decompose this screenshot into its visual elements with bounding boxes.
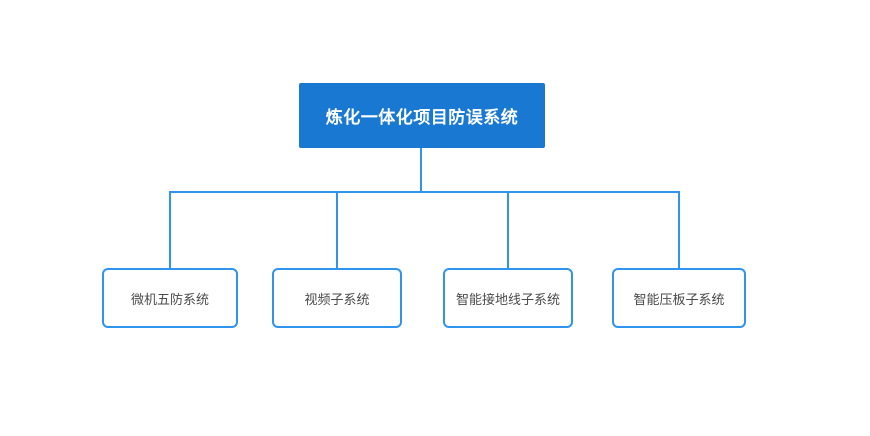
grounding-wire-subsystem-label: 智能接地线子系统 [455, 291, 560, 307]
pressure-plate-subsystem-label: 智能压板子系统 [633, 291, 725, 307]
pressure-plate-subsystem-node[interactable]: 智能压板子系统 [612, 268, 746, 328]
grounding-wire-subsystem-node[interactable]: 智能接地线子系统 [443, 268, 573, 328]
connector-drop-1 [169, 191, 171, 268]
connector-root-stem [420, 148, 422, 193]
connector-drop-4 [678, 191, 680, 268]
five-prevention-system-label: 微机五防系统 [130, 291, 209, 307]
video-subsystem-label: 视频子系统 [304, 291, 370, 307]
root-node-label: 炼化一体化项目防误系统 [325, 108, 519, 127]
five-prevention-system-node[interactable]: 微机五防系统 [102, 268, 238, 328]
connector-drop-2 [336, 191, 338, 268]
connector-horizontal-bus [169, 191, 680, 193]
video-subsystem-node[interactable]: 视频子系统 [272, 268, 402, 328]
connector-drop-3 [507, 191, 509, 268]
root-node[interactable]: 炼化一体化项目防误系统 [299, 83, 545, 148]
